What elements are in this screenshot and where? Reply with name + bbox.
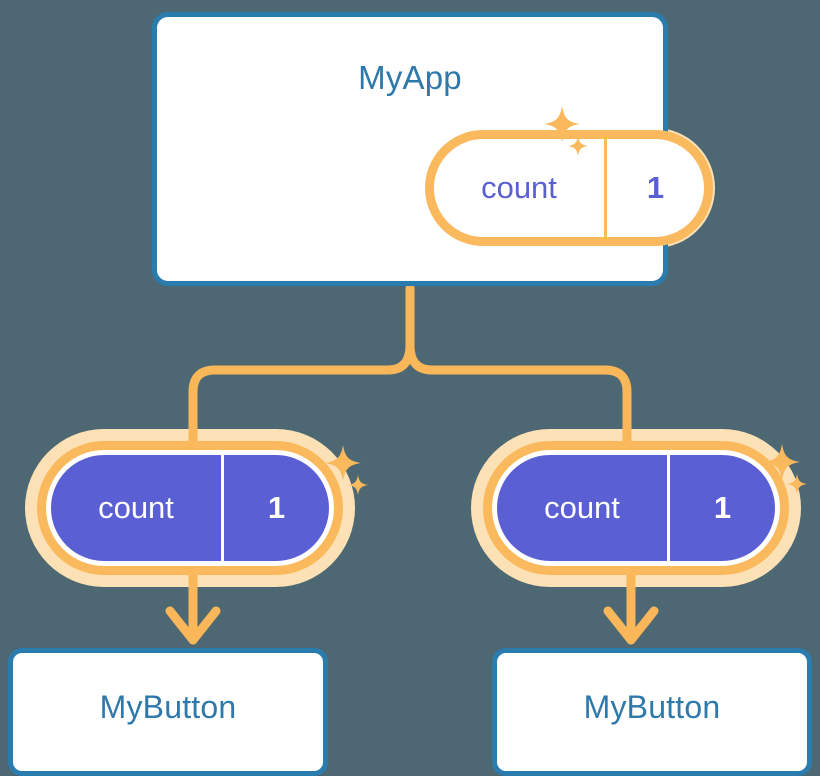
state-pill-app-value: 1 [604,139,704,237]
connector-arrow-right-head [603,606,659,645]
app-card-title: MyApp [358,59,462,96]
state-pill-child-left-label: count [98,490,174,525]
button-card-left-title: MyButton [99,689,237,725]
button-card-right[interactable]: MyButton [492,648,812,776]
state-pill-child-right-label: count [544,490,620,525]
state-pill-app[interactable]: count 1 [423,128,715,248]
connector-branch-right [405,340,632,453]
state-pill-child-right[interactable]: count 1 [471,429,801,587]
state-pill-app-label: count [481,170,557,205]
state-pill-child-right-value: 1 [667,455,775,561]
sparkle-icon [348,475,368,495]
sparkle-icon [325,445,361,481]
state-pill-child-left-value: 1 [221,455,329,561]
button-card-left[interactable]: MyButton [8,648,328,776]
button-card-right-title: MyButton [583,689,721,725]
app-card[interactable]: MyApp count 1 [152,12,715,286]
state-pill-child-left[interactable]: count 1 [25,429,355,587]
connector-arrow-left-head [165,606,221,645]
connector-branch-left [188,340,415,453]
sparkle-icon [787,474,807,494]
